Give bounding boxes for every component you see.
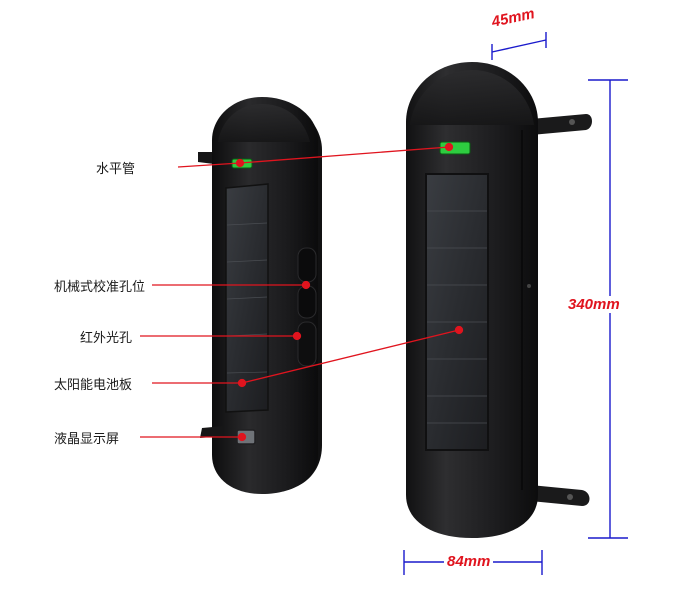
left-infrared-window (297, 321, 317, 367)
left-device (198, 97, 322, 494)
right-side-hole (527, 284, 531, 288)
label-calibration: 机械式校准孔位 (54, 280, 146, 295)
callout-line-level-right (239, 146, 450, 164)
callout-dot-level-right (444, 142, 454, 152)
callout-dot-infrared (292, 331, 302, 341)
left-bottom-bracket (200, 426, 224, 438)
callout-dot-solar-left (237, 378, 247, 388)
label-infrared: 红外光孔 (80, 331, 133, 346)
callout-line-solar-right (241, 329, 460, 384)
right-panel-grid (427, 210, 487, 424)
callout-dot-level-left (235, 158, 245, 168)
callout-line-level (177, 162, 241, 168)
left-device-cap (218, 104, 310, 142)
right-level-vial (439, 141, 471, 155)
dim-depth-line (491, 39, 547, 53)
right-solar-panel (425, 173, 489, 451)
left-top-bracket (198, 152, 214, 164)
right-device (406, 62, 592, 538)
callouts (140, 142, 464, 442)
right-device-cap (410, 70, 534, 125)
left-calibration-hole-1 (297, 247, 317, 283)
dim-width-label: 84mm (444, 553, 494, 570)
callout-dot-lcd (237, 432, 247, 442)
callout-dot-solar-right (454, 325, 464, 335)
label-level: 水平管 (96, 162, 136, 177)
dim-height-label: 340mm (566, 296, 622, 313)
callout-dot-calibration (301, 280, 311, 290)
label-solar: 太阳能电池板 (54, 378, 133, 393)
right-top-bracket-hole (569, 119, 575, 125)
label-lcd: 液晶显示屏 (54, 432, 120, 447)
right-bottom-bracket-hole (567, 494, 573, 500)
left-calibration-hole-2 (297, 285, 317, 319)
